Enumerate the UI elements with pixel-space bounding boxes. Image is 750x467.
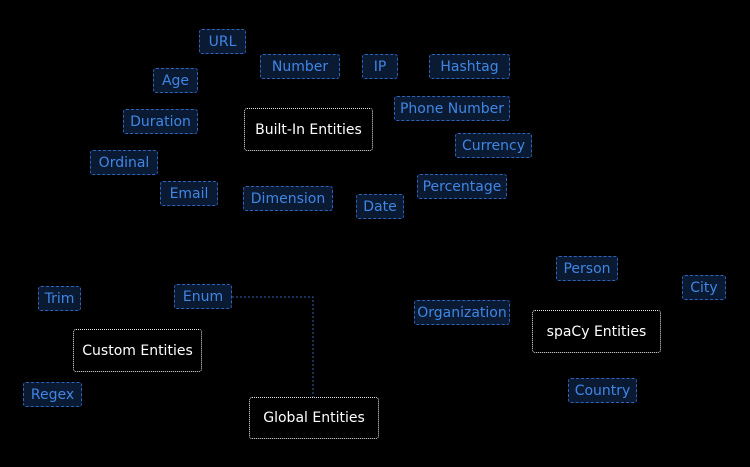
entity-tag-city[interactable]: City — [682, 275, 726, 300]
entity-tag-hashtag[interactable]: Hashtag — [429, 54, 510, 79]
entity-tag-ordinal[interactable]: Ordinal — [90, 150, 158, 175]
entity-tag-person[interactable]: Person — [556, 256, 618, 281]
entity-tag-enum[interactable]: Enum — [174, 284, 232, 309]
entity-tag-phone-number[interactable]: Phone Number — [394, 96, 510, 121]
entity-tag-trim[interactable]: Trim — [38, 286, 81, 311]
entity-tag-age[interactable]: Age — [153, 68, 198, 93]
group-global-entities[interactable]: Global Entities — [249, 397, 379, 439]
entity-tag-organization[interactable]: Organization — [414, 300, 510, 325]
entity-tag-number[interactable]: Number — [260, 54, 340, 79]
enum-to-global-connector — [232, 296, 314, 397]
entity-tag-country[interactable]: Country — [568, 378, 637, 403]
entity-tag-percentage[interactable]: Percentage — [417, 174, 507, 199]
entity-tag-regex[interactable]: Regex — [23, 382, 82, 407]
entity-tag-url[interactable]: URL — [199, 29, 246, 54]
entity-tag-date[interactable]: Date — [356, 194, 404, 219]
entity-tag-currency[interactable]: Currency — [455, 133, 532, 158]
entity-tag-ip[interactable]: IP — [362, 54, 398, 79]
group-custom-entities[interactable]: Custom Entities — [73, 329, 202, 372]
entity-tag-email[interactable]: Email — [160, 181, 218, 206]
entity-tag-duration[interactable]: Duration — [123, 109, 198, 134]
entity-tag-dimension[interactable]: Dimension — [243, 186, 333, 211]
group-spacy-entities[interactable]: spaCy Entities — [532, 310, 661, 353]
group-built-in-entities[interactable]: Built-In Entities — [244, 108, 373, 151]
